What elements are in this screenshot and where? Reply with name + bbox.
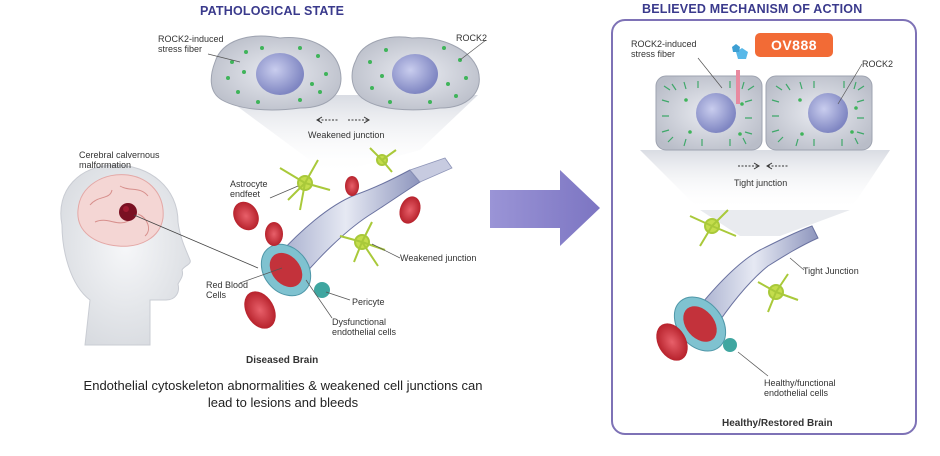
left-zoom-cone — [222, 95, 478, 175]
right-astrocytes — [689, 209, 799, 313]
label-pericyte: Pericyte — [352, 297, 385, 307]
right-zoom-cone — [640, 150, 890, 236]
label-rock2: ROCK2 — [456, 33, 488, 43]
label-tight-junction-top: Tight junction — [734, 178, 788, 188]
left-junction-arrows — [316, 116, 370, 124]
label-healthy-brain: Healthy/Restored Brain — [722, 418, 833, 429]
right-cell-2 — [765, 75, 873, 151]
label-rock2-stress-fiber-right: ROCK2-induced stress fiber — [631, 39, 697, 59]
label-cerebral-malformation: Cerebral calvernous malformation — [79, 150, 160, 170]
label-astrocyte-endfeet: Astrocyte endfeet — [230, 179, 268, 199]
left-leader-lines — [207, 39, 487, 319]
right-cell-1 — [655, 75, 763, 151]
label-rock2-right: ROCK2 — [862, 59, 894, 69]
right-rock2-dots — [684, 98, 858, 136]
label-rock2-stress-fiber: ROCK2-induced stress fiber — [158, 34, 224, 54]
left-cell-1 — [210, 35, 342, 111]
left-rock2-dots — [226, 46, 468, 104]
label-diseased-brain: Diseased Brain — [246, 355, 319, 366]
right-red-blood-cells — [656, 323, 688, 361]
label-healthy-cells: Healthy/functional endothelial cells — [764, 378, 836, 398]
left-cell-2 — [351, 36, 480, 111]
label-weakened-junction-side: Weakened junction — [400, 253, 477, 263]
right-junction-arrows — [738, 162, 788, 170]
label-tight-junction-side: Tight Junction — [803, 266, 859, 276]
transition-arrow — [490, 170, 600, 246]
right-leader-lines — [697, 57, 863, 377]
right-blood-vessel — [673, 225, 819, 352]
label-dysfunctional-cells: Dysfunctional endothelial cells — [332, 317, 397, 337]
pathological-state-title: PATHOLOGICAL STATE — [200, 4, 345, 18]
label-red-blood-cells: Red Blood Cells — [206, 280, 249, 300]
mechanism-panel — [611, 19, 917, 435]
left-astrocytes — [279, 147, 397, 267]
ov888-inhibitor-icon — [732, 44, 748, 104]
pathology-caption: Endothelial cytoskeleton abnormalities &… — [83, 378, 483, 410]
ov888-badge: OV888 — [755, 33, 833, 57]
mechanism-title: BELIEVED MECHANISM OF ACTION — [642, 2, 863, 16]
left-blood-vessel — [260, 157, 453, 298]
right-stress-fibers — [661, 81, 865, 147]
label-weakened-junction-top: Weakened junction — [308, 130, 385, 140]
left-red-blood-cells — [233, 176, 421, 329]
head-illustration — [60, 164, 259, 346]
